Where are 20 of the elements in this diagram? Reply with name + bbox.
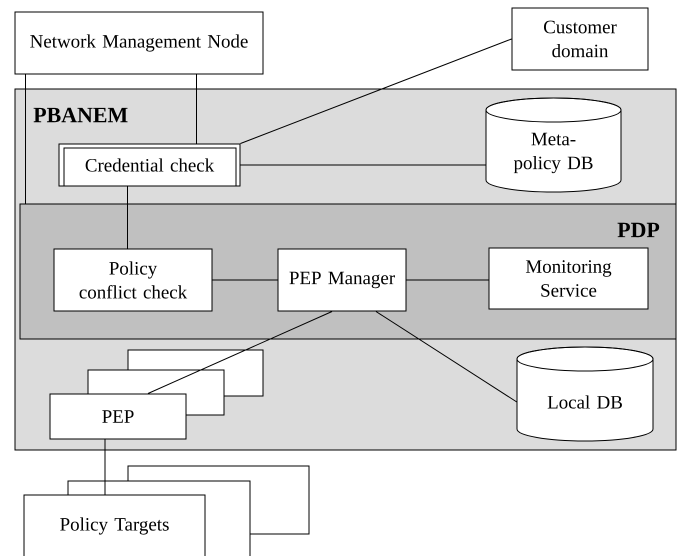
node-label: PEP xyxy=(102,410,134,423)
panel-heading: PBANEM xyxy=(34,108,128,122)
connector-line xyxy=(376,311,518,402)
database-cylinder: Local DB xyxy=(516,346,654,442)
connector-line xyxy=(25,74,26,204)
process-box: Credential check xyxy=(58,144,240,186)
connector-line xyxy=(240,164,486,166)
process-box: Policy conflict check xyxy=(54,248,212,312)
process-box: Network Management Node xyxy=(14,12,264,74)
connector-line xyxy=(240,38,512,144)
stacked-boxes: PEP xyxy=(50,350,264,440)
connector-line xyxy=(104,439,106,495)
connector-line xyxy=(127,186,128,249)
process-box: Monitoring Service xyxy=(488,248,648,310)
panel-heading: PDP xyxy=(618,222,660,238)
stacked-boxes: Policy Targets xyxy=(24,466,310,556)
database-cylinder: Meta-policy DB xyxy=(486,98,622,192)
process-box: PEP Manager xyxy=(278,248,406,312)
connector-line xyxy=(196,74,197,144)
process-box: Customer domain xyxy=(512,8,648,70)
